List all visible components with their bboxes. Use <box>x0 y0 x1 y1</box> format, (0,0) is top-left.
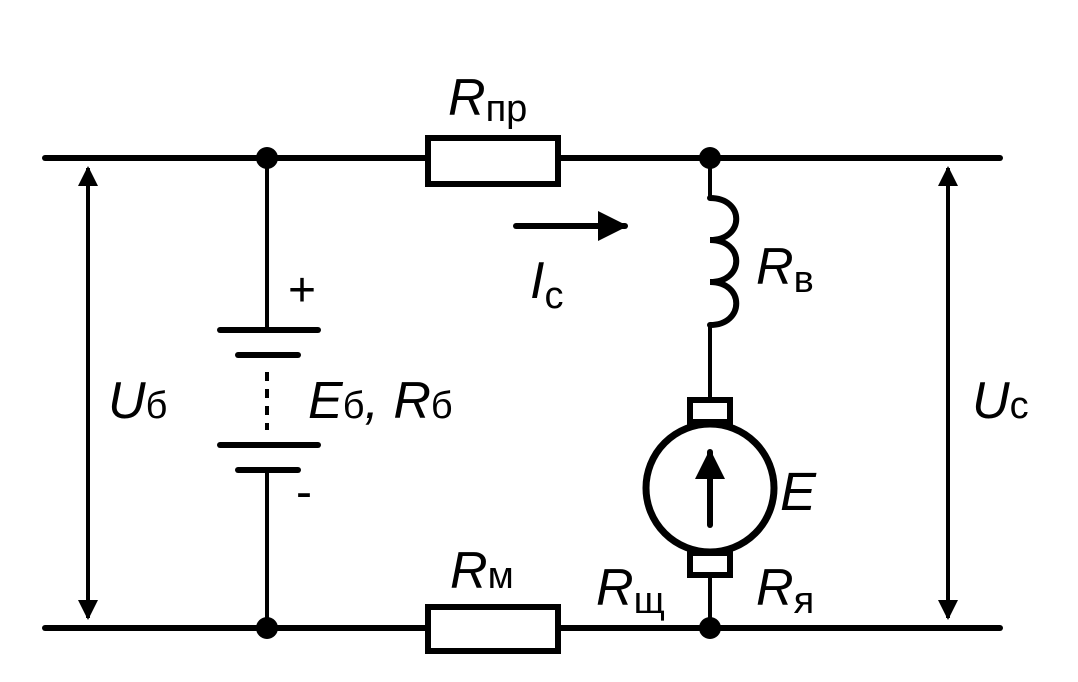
label-e-b-r-b: Eб, Rб <box>308 372 453 430</box>
label-r-pr: Rпр <box>448 69 527 130</box>
label-minus: - <box>296 466 312 519</box>
brush-bottom <box>687 550 733 578</box>
label-r-m: Rм <box>450 542 514 600</box>
label-e: E <box>780 462 817 522</box>
resistor-r-pr <box>425 135 561 187</box>
label-r-shch: Rщ <box>596 559 665 622</box>
label-u-b: Uб <box>108 372 167 430</box>
resistor-r-m <box>425 604 561 654</box>
field-winding-coil <box>707 195 740 328</box>
label-i-c: Iс <box>530 252 563 317</box>
brush-top <box>687 397 733 425</box>
label-r-v: Rв <box>756 238 814 301</box>
label-u-c: Uс <box>972 372 1029 430</box>
label-r-ya: Rя <box>756 559 814 622</box>
label-plus: + <box>288 264 316 317</box>
